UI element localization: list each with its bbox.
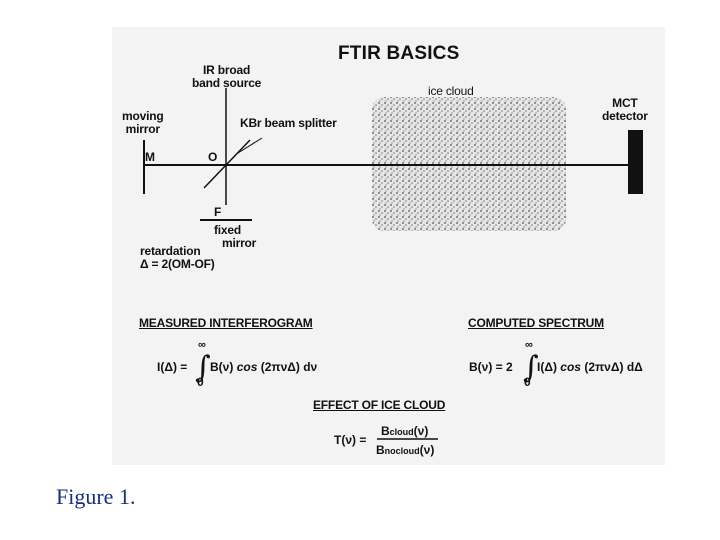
- interferogram-integrand: B(ν) cos (2πνΔ) dν: [210, 360, 317, 374]
- interferogram-lower-limit: 0: [197, 375, 204, 389]
- moving-mirror-label-line-2: mirror: [125, 122, 160, 136]
- denominator-subscript: nocloud: [384, 446, 420, 456]
- retardation-label: retardation Δ = 2(OM-OF): [140, 245, 215, 271]
- spectrum-lower-limit: 0: [524, 375, 531, 389]
- point-o-label: O: [208, 150, 218, 164]
- interferogram-equation-lhs: I(Δ) =: [157, 360, 188, 374]
- source-label: IR broad band source: [192, 64, 261, 90]
- moving-mirror-label: moving mirror: [122, 109, 164, 136]
- transmission-denominator: Bnocloud(ν): [376, 443, 434, 457]
- detector-label: MCT detector: [602, 97, 648, 123]
- fixed-mirror-label-line-2: mirror: [222, 236, 257, 250]
- interferogram-b-term: B(ν): [210, 360, 234, 374]
- source-label-line-1: IR broad: [203, 63, 251, 77]
- effect-of-ice-cloud-heading: EFFECT OF ICE CLOUD: [313, 398, 446, 412]
- spectrum-upper-limit: ∞: [525, 339, 533, 351]
- source-label-line-2: band source: [192, 76, 262, 90]
- retardation-label-line-1: retardation: [140, 244, 201, 258]
- spectrum-cos: cos: [560, 360, 581, 374]
- point-f-label: F: [214, 205, 222, 219]
- integral-sign-2: ∫: [523, 350, 539, 385]
- computed-spectrum-heading: COMPUTED SPECTRUM: [468, 316, 604, 330]
- denominator-argument: (ν): [419, 443, 435, 457]
- moving-mirror-label-line-1: moving: [122, 109, 164, 123]
- numerator-subscript: cloud: [389, 427, 414, 437]
- point-m-label: M: [145, 150, 155, 164]
- splitter-pointer: [237, 137, 263, 154]
- figure-caption: Figure 1.: [56, 484, 136, 509]
- numerator-argument: (ν): [413, 424, 429, 438]
- page-title: FTIR BASICS: [338, 43, 460, 64]
- beam-splitter-label: KBr beam splitter: [240, 116, 337, 130]
- spectrum-i-term: I(Δ): [537, 360, 557, 374]
- ice-cloud-label: ice cloud: [428, 84, 474, 98]
- detector-label-line-1: MCT: [612, 96, 638, 110]
- spectrum-integrand: I(Δ) cos (2πνΔ) dΔ: [537, 360, 643, 374]
- fixed-mirror-label: fixed mirror: [214, 224, 256, 250]
- denominator-b: B: [376, 443, 385, 457]
- numerator-b: B: [381, 424, 390, 438]
- transmission-lhs: T(ν) =: [334, 433, 367, 447]
- beam-splitter: [203, 139, 251, 189]
- spectrum-argument: (2πνΔ) dΔ: [584, 360, 643, 374]
- detector-label-line-2: detector: [602, 109, 648, 123]
- interferogram-argument: (2πνΔ) dν: [260, 360, 318, 374]
- transmission-numerator: Bcloud(ν): [381, 424, 428, 438]
- interferogram-cos: cos: [236, 360, 258, 374]
- retardation-formula: Δ = 2(OM-OF): [140, 257, 215, 271]
- measured-interferogram-heading: MEASURED INTERFEROGRAM: [139, 316, 313, 330]
- mct-detector: [628, 130, 643, 194]
- fixed-mirror-label-line-1: fixed: [214, 223, 242, 237]
- integral-sign-1: ∫: [195, 350, 211, 385]
- interferogram-upper-limit: ∞: [198, 339, 206, 351]
- spectrum-equation-lhs: B(ν) = 2: [469, 360, 513, 374]
